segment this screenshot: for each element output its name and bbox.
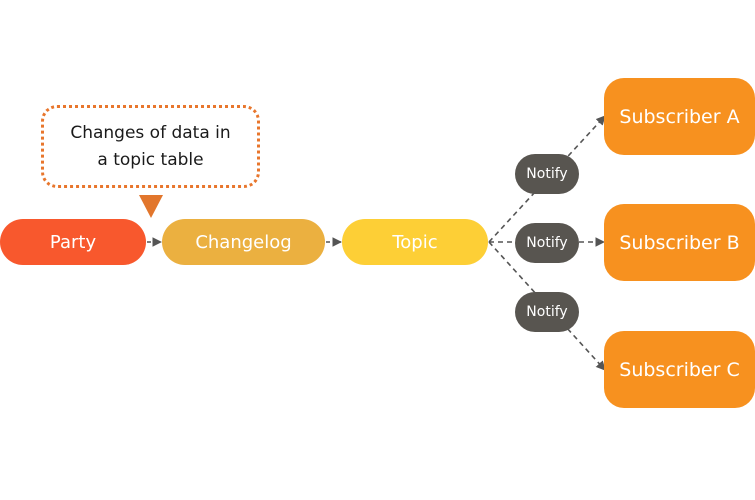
callout-line-1: Changes of data in	[70, 122, 231, 143]
node-subscriber-a: Subscriber A	[604, 78, 755, 155]
callout-pointer-triangle	[139, 195, 163, 218]
callout-text: Changes of data in a topic table	[70, 120, 230, 174]
node-subscriber-c: Subscriber C	[604, 331, 755, 408]
notify-badge-a: Notify	[515, 154, 579, 194]
notify-badge-b: Notify	[515, 223, 579, 263]
node-party: Party	[0, 219, 146, 265]
edge-topic-subscriber-c	[488, 241, 606, 371]
callout-line-2: a topic table	[97, 149, 204, 170]
notify-badge-c: Notify	[515, 292, 579, 332]
node-changelog: Changelog	[162, 219, 325, 265]
callout-box: Changes of data in a topic table	[41, 105, 260, 188]
node-subscriber-b: Subscriber B	[604, 204, 755, 281]
node-topic: Topic	[342, 219, 488, 265]
